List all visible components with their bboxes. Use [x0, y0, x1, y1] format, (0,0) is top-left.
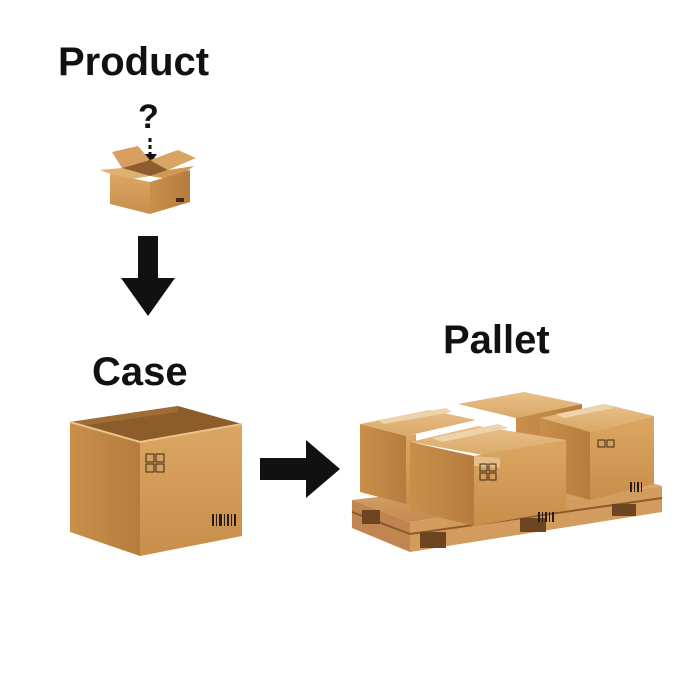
- open-small-box-icon: [100, 146, 196, 214]
- pallet-label: Pallet: [443, 318, 550, 362]
- barcode-icon: [212, 514, 236, 526]
- product-label: Product: [58, 40, 210, 84]
- case-label: Case: [92, 350, 188, 394]
- barcode-icon: [538, 482, 642, 522]
- question-mark: ?: [138, 98, 159, 136]
- arrow-down-icon: [121, 236, 175, 316]
- pallet-with-boxes-icon: [351, 392, 663, 552]
- open-case-box-icon: [69, 406, 243, 556]
- arrow-right-icon: [260, 440, 340, 498]
